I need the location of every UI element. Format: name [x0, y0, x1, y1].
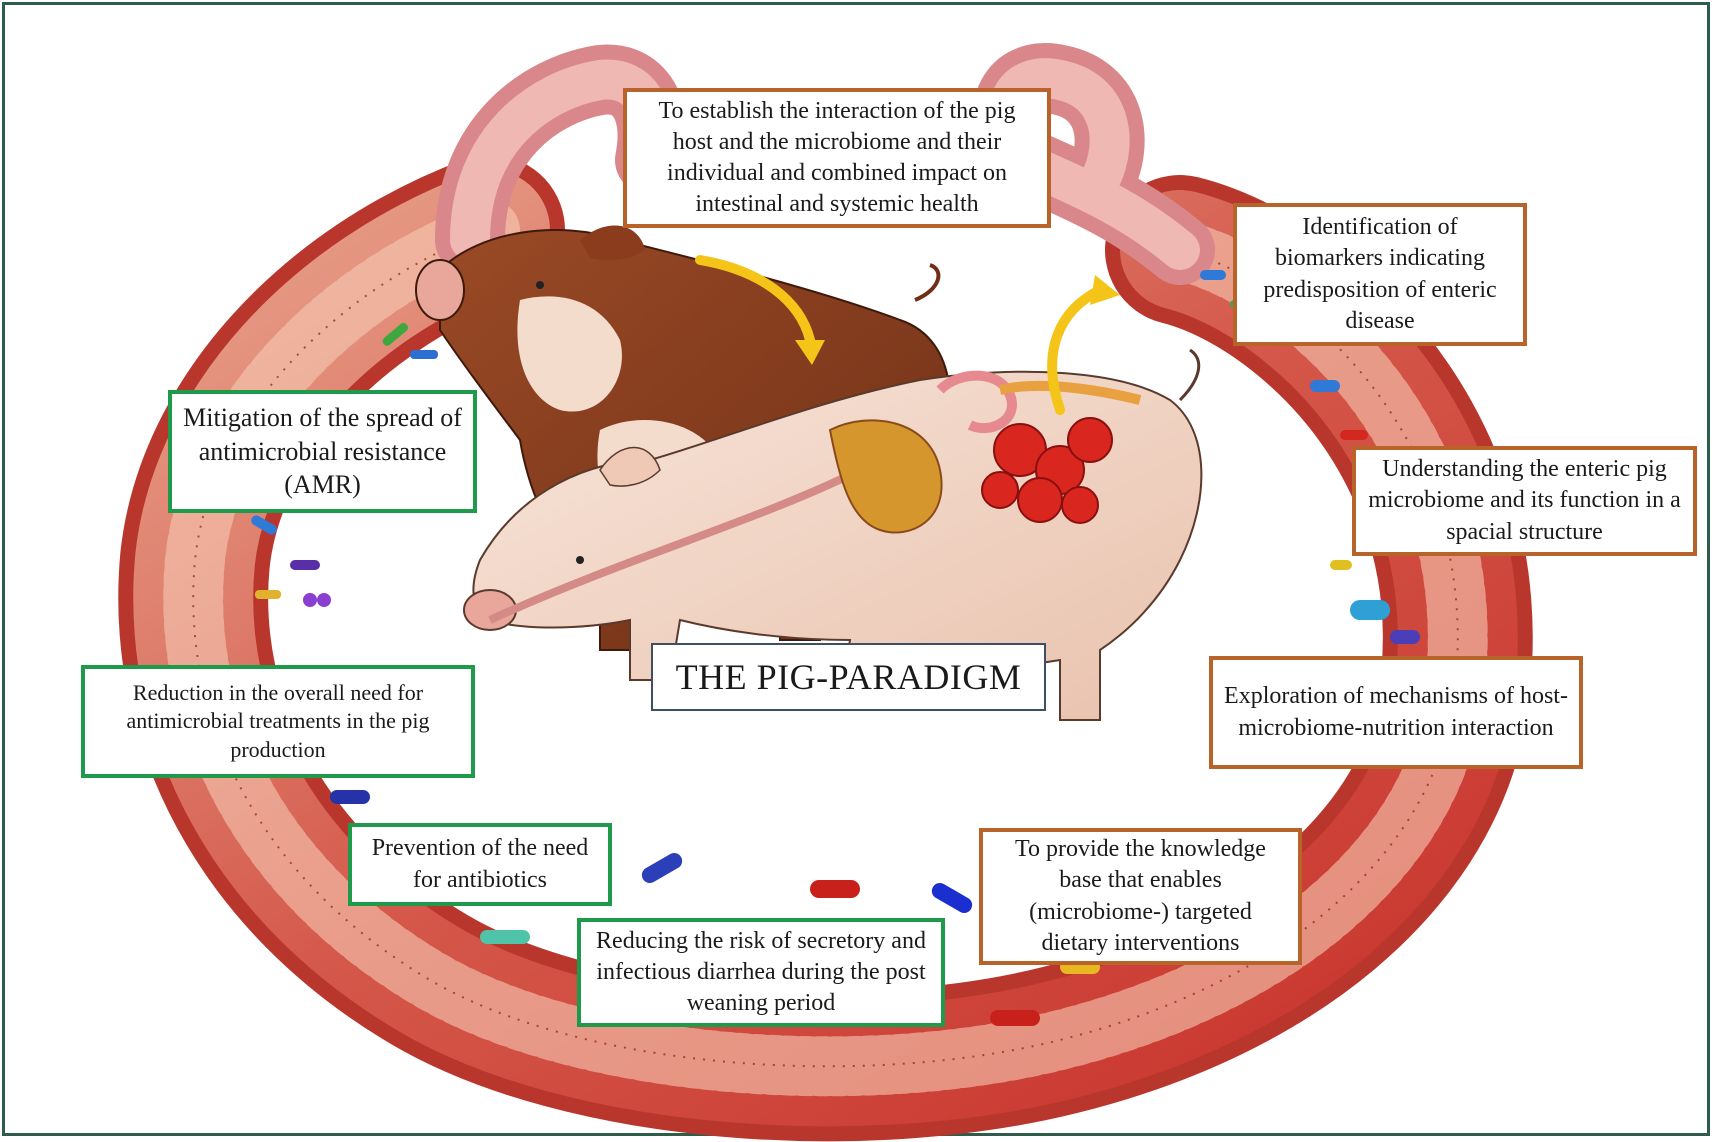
objective-text: To establish the interaction of the pig … — [641, 96, 1033, 221]
diagram-title-text: THE PIG-PARADIGM — [676, 654, 1022, 701]
objective-enteric-microbiome: Understanding the enteric pig microbiome… — [1352, 446, 1697, 556]
objective-text: Exploration of mechanisms of host-microb… — [1223, 681, 1569, 743]
outcome-text: Reducing the risk of secretory and infec… — [591, 926, 931, 1020]
objective-text: Identification of biomarkers indicating … — [1247, 212, 1513, 337]
diagram-title: THE PIG-PARADIGM — [651, 643, 1046, 711]
objective-text: To provide the knowledge base that enabl… — [993, 834, 1288, 959]
outcome-reduce-antimicrobial-treatments: Reduction in the overall need for antimi… — [81, 665, 475, 778]
objective-text: Understanding the enteric pig microbiome… — [1366, 454, 1683, 548]
objective-host-microbiome-nutrition: Exploration of mechanisms of host-microb… — [1209, 656, 1583, 769]
objective-biomarkers: Identification of biomarkers indicating … — [1233, 203, 1527, 346]
outcome-text: Mitigation of the spread of antimicrobia… — [182, 401, 463, 502]
outcome-prevent-antibiotics: Prevention of the need for antibiotics — [348, 823, 612, 906]
objective-host-microbiome-interaction: To establish the interaction of the pig … — [623, 88, 1051, 228]
outcome-amr-mitigation: Mitigation of the spread of antimicrobia… — [168, 390, 477, 513]
outcome-reduce-diarrhea: Reducing the risk of secretory and infec… — [577, 918, 945, 1027]
objective-dietary-interventions: To provide the knowledge base that enabl… — [979, 828, 1302, 965]
outcome-text: Reduction in the overall need for antimi… — [95, 679, 461, 765]
outcome-text: Prevention of the need for antibiotics — [362, 833, 598, 895]
